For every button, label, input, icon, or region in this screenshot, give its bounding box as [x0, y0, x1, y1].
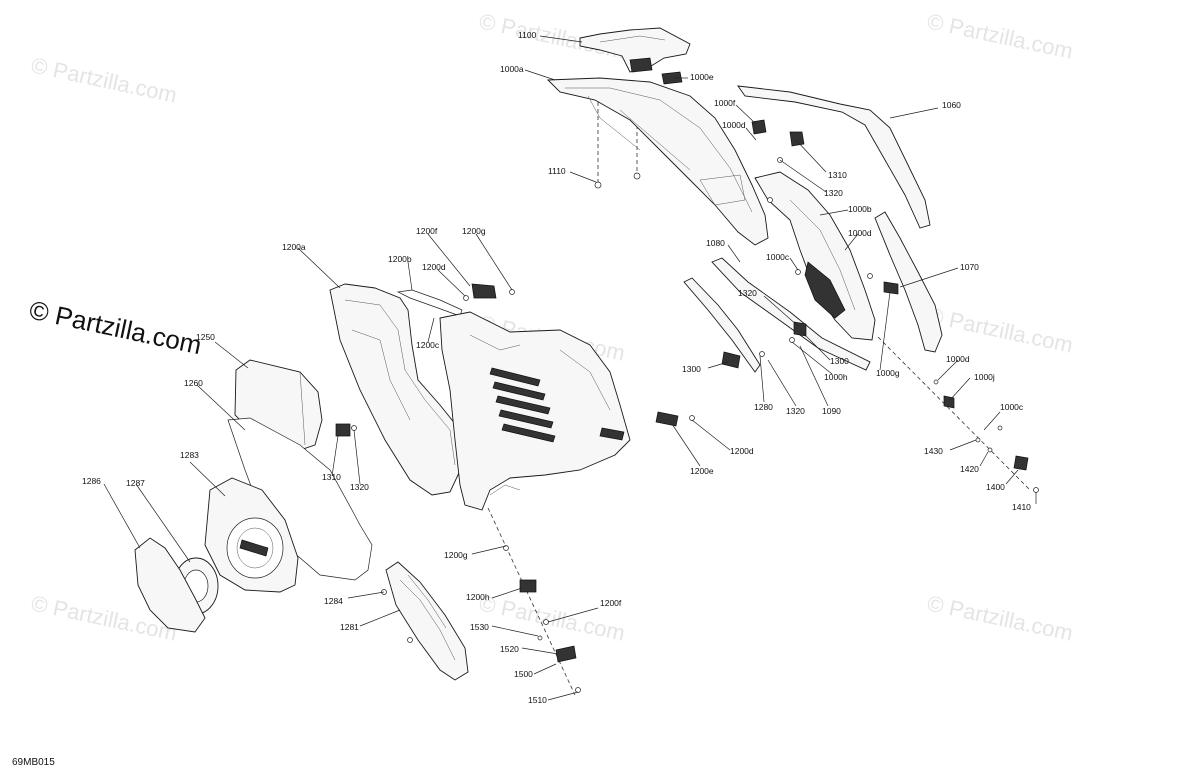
watermarks: © Partzilla.com © Partzilla.com © Partzi… — [27, 8, 1075, 645]
callout-1000c-mid: 1000c — [766, 252, 790, 262]
callout-1200e: 1200e — [690, 466, 714, 476]
callout-1060: 1060 — [942, 100, 961, 110]
part-1283-housing — [204, 477, 299, 593]
callout-1200h: 1200h — [466, 592, 490, 602]
callout-1200d-bottom: 1200d — [730, 446, 754, 456]
callout-1200b: 1200b — [388, 254, 412, 264]
callout-1280: 1280 — [754, 402, 773, 412]
callout-1300-right: 1300 — [830, 356, 849, 366]
callout-1300-left: 1300 — [682, 364, 701, 374]
callout-1090: 1090 — [822, 406, 841, 416]
callout-1260: 1260 — [184, 378, 203, 388]
watermark: © Partzilla.com — [29, 52, 179, 107]
diagram-reference-code: 69MB015 — [12, 757, 55, 768]
assembly-lines — [487, 90, 1031, 696]
callout-1200g-top: 1200g — [462, 226, 486, 236]
callouts: 1100 1000a 1000e 1000f 1000d 1060 1310 1… — [82, 30, 1031, 705]
part-1100-console — [579, 27, 691, 73]
callout-1200g-bottom: 1200g — [444, 550, 468, 560]
part-1200a-left-panel — [329, 283, 466, 496]
callout-1410: 1410 — [1012, 502, 1031, 512]
callout-1000d-mid: 1000d — [848, 228, 872, 238]
callout-1400: 1400 — [986, 482, 1005, 492]
watermark: © Partzilla.com — [925, 590, 1075, 645]
callout-1281: 1281 — [340, 622, 359, 632]
part-1281-vent — [385, 561, 469, 681]
center-grille-panel — [439, 311, 631, 511]
callout-1000e: 1000e — [690, 72, 714, 82]
callout-1320-mid: 1320 — [738, 288, 757, 298]
callout-1420: 1420 — [960, 464, 979, 474]
leader-lines — [103, 35, 1037, 701]
callout-1100: 1100 — [518, 30, 537, 40]
callout-1000d-right: 1000d — [946, 354, 970, 364]
callout-1320-top: 1320 — [824, 188, 843, 198]
callout-1200d-top: 1200d — [422, 262, 446, 272]
callout-1500: 1500 — [514, 669, 533, 679]
callout-1430: 1430 — [924, 446, 943, 456]
callout-1310-top: 1310 — [828, 170, 847, 180]
callout-1110: 1110 — [548, 166, 566, 176]
part-1200b-trim — [396, 289, 463, 317]
part-1080-1090-strips — [683, 257, 871, 373]
callout-1200f-bottom: 1200f — [600, 598, 622, 608]
callout-1000a: 1000a — [500, 64, 524, 74]
callout-1200f-top: 1200f — [416, 226, 438, 236]
callout-1530: 1530 — [470, 622, 489, 632]
callout-1287: 1287 — [126, 478, 145, 488]
callout-1000b: 1000b — [848, 204, 872, 214]
callout-1510: 1510 — [528, 695, 547, 705]
callout-1320-left: 1320 — [350, 482, 369, 492]
grille-vents — [489, 367, 556, 443]
callout-1000f: 1000f — [714, 98, 736, 108]
part-1000a-upper-panel — [546, 77, 769, 246]
watermark: © Partzilla.com — [925, 302, 1075, 357]
watermark: © Partzilla.com — [925, 8, 1075, 63]
watermark-logo: © Partzilla.com — [27, 295, 205, 361]
part-1000b-right-panel — [754, 171, 876, 341]
callout-1310-left: 1310 — [322, 472, 341, 482]
callout-1283: 1283 — [180, 450, 199, 460]
part-1286-cover — [134, 537, 206, 633]
callout-1000j: 1000j — [974, 372, 995, 382]
callout-1000h: 1000h — [824, 372, 848, 382]
callout-1284: 1284 — [324, 596, 343, 606]
callout-1200a: 1200a — [282, 242, 306, 252]
callout-1000g: 1000g — [876, 368, 900, 378]
callout-1250: 1250 — [196, 332, 215, 342]
callout-1286: 1286 — [82, 476, 101, 486]
callout-1000d-top: 1000d — [722, 120, 746, 130]
callout-1320-bottom: 1320 — [786, 406, 805, 416]
part-1060-strip — [737, 85, 931, 229]
callout-1080: 1080 — [706, 238, 725, 248]
callout-1070: 1070 — [960, 262, 979, 272]
callout-1200c: 1200c — [416, 340, 440, 350]
part-1070-strip — [874, 211, 943, 353]
callout-1000c-right: 1000c — [1000, 402, 1024, 412]
callout-1520: 1520 — [500, 644, 519, 654]
